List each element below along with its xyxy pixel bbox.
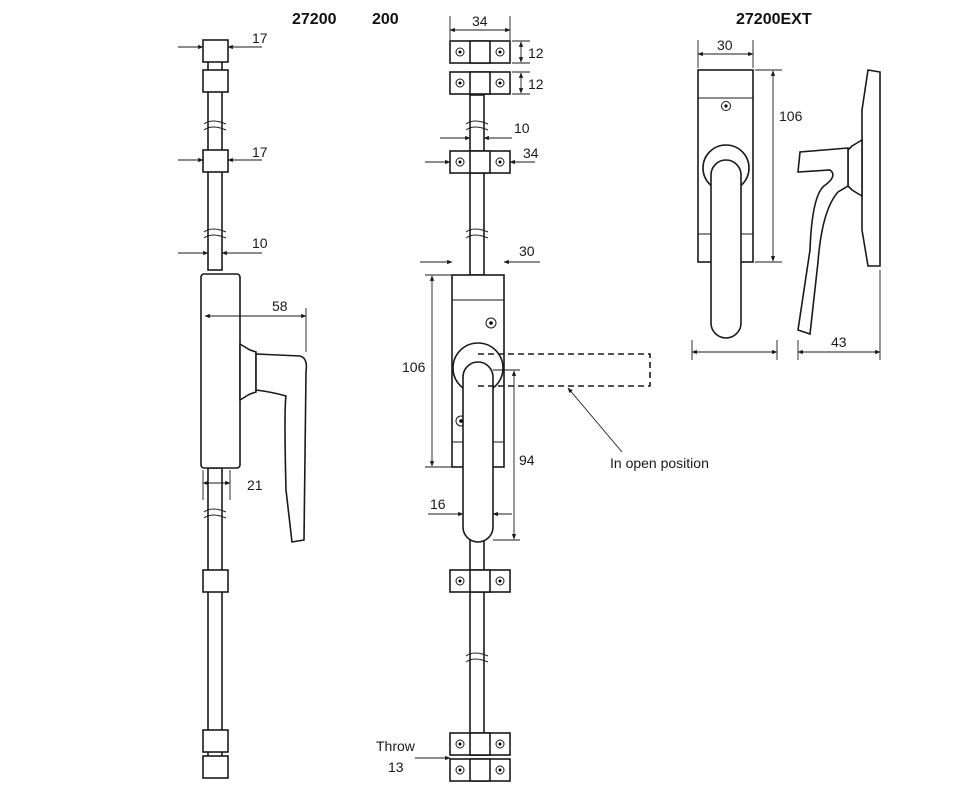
left-top-clip [202, 39, 229, 63]
left-dim-17b: 17 [252, 144, 268, 160]
middle-dim-30: 30 [519, 243, 535, 259]
left-bottom-clip [202, 755, 229, 779]
left-guide-1 [202, 69, 229, 93]
right-side-rose [847, 138, 863, 198]
right-side-handle [797, 147, 849, 336]
middle-guide-1 [449, 150, 511, 174]
left-title: 27200 [292, 11, 337, 28]
middle-front-view: 200 [372, 11, 709, 782]
right-dim-30: 30 [717, 37, 733, 53]
left-dim-58: 58 [272, 298, 288, 314]
middle-top-bracket-2 [449, 71, 511, 95]
left-break-1 [203, 120, 227, 131]
middle-dim-106: 106 [402, 359, 426, 375]
left-gearbox-body [200, 273, 241, 469]
left-side-view: 27200 17 17 10 58 21 [178, 11, 337, 779]
left-rose [239, 342, 257, 402]
left-guide-4 [202, 729, 229, 753]
throw-label: Throw [376, 738, 416, 754]
right-side-plate [861, 69, 881, 267]
middle-guide-2 [449, 569, 511, 593]
middle-dim-34: 34 [523, 145, 539, 161]
middle-dim-16: 16 [430, 496, 446, 512]
middle-dim-12b: 12 [528, 76, 544, 92]
middle-top-bracket-1 [449, 40, 511, 64]
right-dim-43: 43 [831, 334, 847, 350]
left-dim-17a: 17 [252, 30, 268, 46]
middle-dim-34-top: 34 [472, 13, 488, 29]
left-dim-21: 21 [247, 477, 263, 493]
middle-dim-10: 10 [514, 120, 530, 136]
middle-handle [462, 361, 494, 543]
middle-bottom-bracket-2 [449, 758, 511, 782]
middle-bottom-bracket-1 [449, 732, 511, 756]
open-position-label: In open position [610, 455, 709, 471]
right-ext-view: 27200EXT 30 106 43 [691, 11, 881, 360]
middle-dim-94: 94 [519, 452, 535, 468]
right-dim-106: 106 [779, 108, 803, 124]
right-handle-front [710, 159, 742, 339]
left-break-3 [203, 508, 227, 519]
left-guide-2 [202, 149, 229, 173]
left-handle [255, 353, 308, 543]
middle-handle-open-outline [478, 353, 651, 387]
middle-dim-12a: 12 [528, 45, 544, 61]
right-title: 27200EXT [736, 11, 812, 28]
middle-title: 200 [372, 11, 399, 28]
left-dim-10: 10 [252, 235, 268, 251]
left-rod-lower [207, 467, 223, 769]
throw-value: 13 [388, 759, 404, 775]
left-break-2 [203, 228, 227, 239]
left-guide-3 [202, 569, 229, 593]
